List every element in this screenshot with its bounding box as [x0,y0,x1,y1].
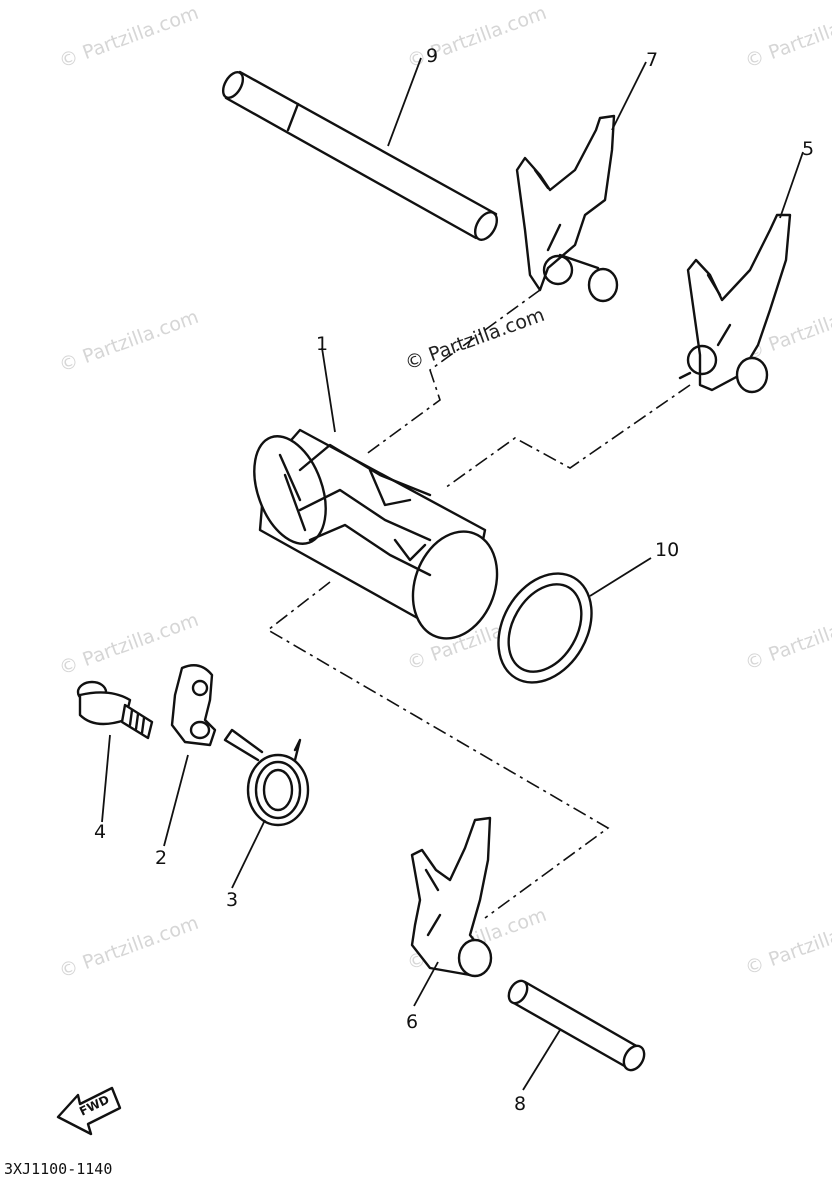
stopper-lever-part-2 [170,664,217,747]
watermark: © Partzilla.com [742,604,832,675]
callout-2: 2 [155,847,167,869]
watermark: © Partzilla.com [742,909,832,980]
callout-6: 6 [406,1011,418,1033]
watermark: © Partzilla.com [742,2,832,73]
forward-direction-arrow: FWD [56,1086,122,1136]
washer-part-10 [497,572,593,684]
bolt-part-4 [76,680,154,740]
shift-fork-part-5 [678,213,792,394]
shift-fork-part-7 [515,114,619,303]
shift-drum-part-1 [253,428,499,640]
callout-3: 3 [226,889,238,911]
callout-5: 5 [802,138,814,160]
callout-7: 7 [646,49,658,71]
watermark-layer: © Partzilla.com © Partzilla.com © Partzi… [56,2,832,983]
callout-9: 9 [426,45,438,67]
watermark: © Partzilla.com [56,912,201,983]
callout-1: 1 [316,333,328,355]
watermark: © Partzilla.com [402,304,547,375]
shift-fork-part-6 [410,816,493,978]
callout-numbers: 9 7 5 1 10 4 2 3 6 8 [94,45,814,1115]
callout-4: 4 [94,821,106,843]
watermark: © Partzilla.com [56,609,201,680]
callout-8: 8 [514,1093,526,1115]
assembly-lines [266,289,691,919]
leader-lines [101,57,804,1091]
watermark: © Partzilla.com [56,2,201,73]
diagram-code: 3XJ1100-1140 [4,1160,112,1178]
shift-shaft-part-9 [221,70,499,241]
watermark: © Partzilla.com [56,306,201,377]
torsion-spring-part-3 [223,728,310,827]
guide-pin-part-8 [507,979,646,1072]
callout-10: 10 [655,539,679,561]
